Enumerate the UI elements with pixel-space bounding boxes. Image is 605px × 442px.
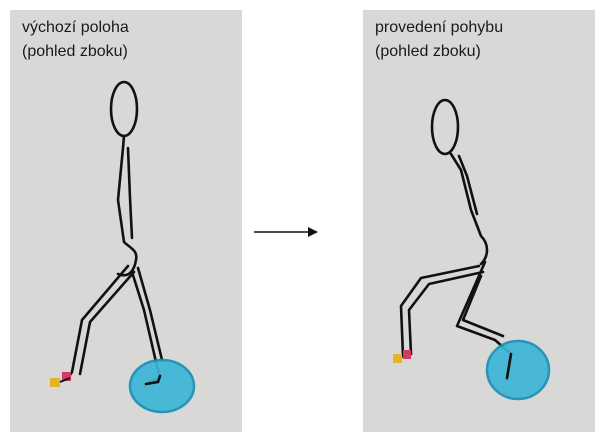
panel-movement-execution: provedení pohybu (pohled zboku) xyxy=(363,10,595,432)
balance-ball-icon xyxy=(487,341,549,399)
panel-starting-position: výchozí poloha (pohled zboku) xyxy=(10,10,242,432)
head xyxy=(432,100,458,154)
head xyxy=(111,82,137,136)
stick-figure-movement xyxy=(363,10,595,432)
torso xyxy=(451,154,487,264)
shoe-yellow xyxy=(393,354,402,363)
shoe-yellow xyxy=(50,378,60,387)
rear-leg xyxy=(68,266,128,378)
balance-ball-icon xyxy=(130,360,194,412)
stick-figure-starting xyxy=(10,10,242,432)
shoe-pink xyxy=(403,350,411,359)
right-arrow-icon xyxy=(250,222,322,242)
